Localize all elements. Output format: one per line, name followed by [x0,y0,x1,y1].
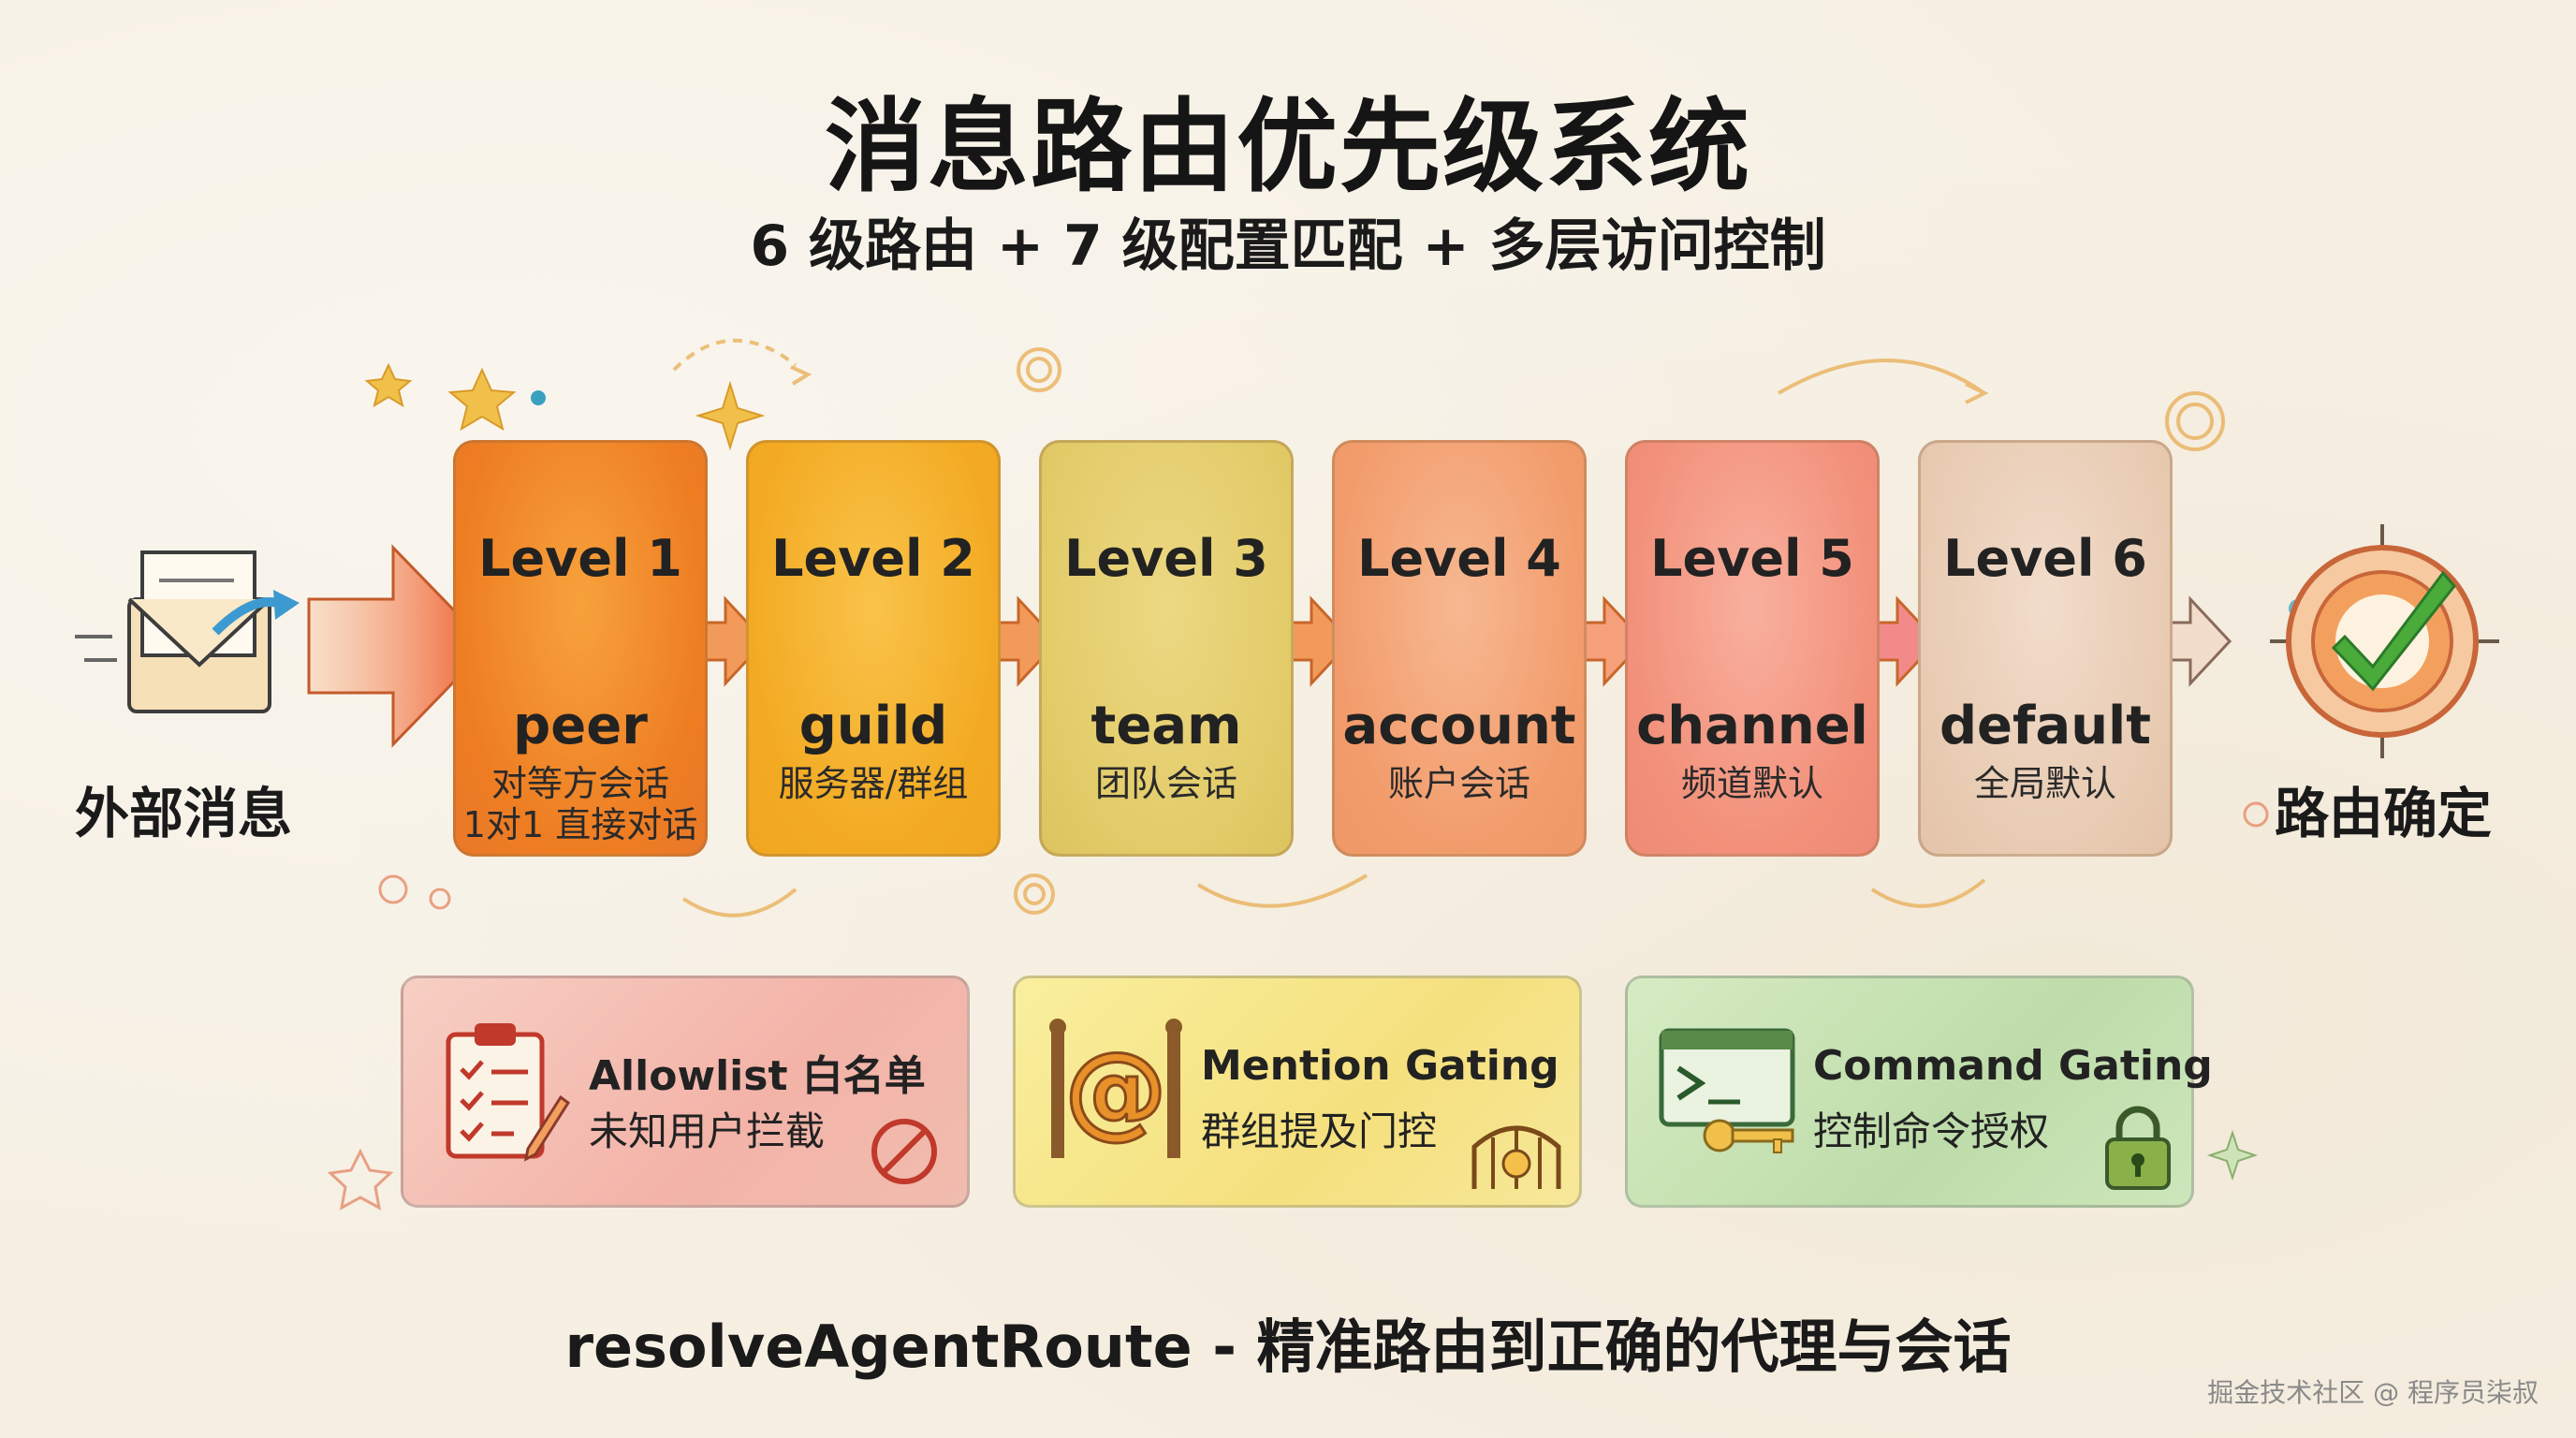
level-number: Level 2 [771,529,975,588]
level-card-4: Level 4 account 账户会话 [1332,440,1587,857]
control-desc: 群组提及门控 [1201,1108,1438,1154]
envelope-icon [75,550,300,713]
control-title: Command Gating [1813,1042,2213,1090]
level-key: team [1090,696,1242,756]
page-subtitle: 6 级路由 + 7 级配置匹配 + 多层访问控制 [750,213,1826,279]
level-key: default [1939,696,2152,756]
level-card-6: Level 6 default 全局默认 [1918,440,2173,857]
watermark: 掘金技术社区 @ 程序员柒叔 [2207,1377,2539,1408]
page-title: 消息路由优先级系统 [824,89,1751,206]
level-desc: 服务器/群组 [778,763,969,804]
target-check-icon [2270,524,2499,758]
control-desc: 未知用户拦截 [589,1108,826,1154]
level-card-2: Level 2 guild 服务器/群组 [746,440,1001,857]
clipboard-checklist-icon [446,1023,570,1162]
gate-icon [1471,1125,1561,1189]
control-title: Allowlist 白名单 [589,1052,926,1100]
level-desc: 账户会话 [1387,763,1530,804]
control-desc: 控制命令授权 [1813,1108,2050,1154]
level-key: channel [1636,696,1868,756]
level-key: account [1342,696,1576,756]
level-desc: 对等方会话 1对1 直接对话 [462,763,698,845]
level-desc: 频道默认 [1680,763,1823,804]
level-number: Level 1 [478,529,682,588]
output-label: 路由确定 [2275,782,2493,845]
svg-text:@: @ [1064,1030,1167,1150]
control-title: Mention Gating [1201,1042,1559,1090]
level-key: guild [798,696,948,756]
level-desc: 全局默认 [1973,763,2116,804]
control-card-allowlist: Allowlist 白名单 未知用户拦截 [401,976,970,1208]
level-number: Level 3 [1064,529,1268,588]
entry-arrow-icon [307,544,491,748]
level-number: Level 6 [1943,529,2147,588]
terminal-key-icon [1659,1028,1795,1153]
footer-caption: resolveAgentRoute - 精准路由到正确的代理与会话 [564,1313,2012,1381]
level-key: peer [513,696,648,756]
blocked-icon [871,1119,937,1184]
level-number: Level 5 [1650,529,1854,588]
level-card-1: Level 1 peer 对等方会话 1对1 直接对话 [453,440,708,857]
control-card-command-gating: Command Gating 控制命令授权 [1625,976,2213,1208]
at-sign-gate-icon: @ [1049,1019,1182,1158]
level-card-5: Level 5 channel 频道默认 [1625,440,1880,857]
level-number: Level 4 [1357,529,1561,588]
level-card-3: Level 3 team 团队会话 [1039,440,1294,857]
level-desc: 团队会话 [1094,763,1237,804]
input-label: 外部消息 [75,782,293,845]
padlock-icon [2105,1106,2171,1190]
control-card-mention-gating: @ Mention Gating 群组提及门控 [1013,976,1582,1208]
